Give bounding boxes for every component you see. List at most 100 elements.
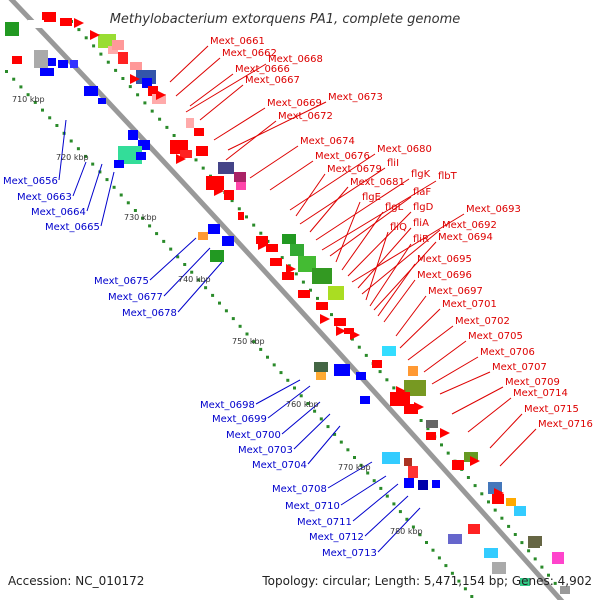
leader-line: [361, 229, 441, 295]
outer-dot: [330, 313, 333, 317]
gene-feature: [28, 20, 44, 28]
forward-gene-label[interactable]: flgL: [385, 202, 404, 213]
forward-gene-label[interactable]: flbT: [438, 171, 458, 182]
gene-feature: [426, 420, 438, 428]
inner-dot: [224, 309, 228, 313]
inner-dot: [366, 471, 370, 475]
map-title: Methylobacterium extorquens PA1, complet…: [110, 12, 461, 27]
gene-feature: [298, 256, 316, 272]
inner-dot: [84, 154, 88, 158]
outer-dot: [245, 215, 248, 219]
reverse-gene-label[interactable]: Mext_0708: [272, 484, 327, 495]
leader-line: [467, 397, 512, 433]
forward-gene-label[interactable]: Mext_0668: [268, 54, 323, 65]
reverse-gene-label[interactable]: Mext_0710: [285, 501, 340, 512]
forward-gene-label[interactable]: Mext_0707: [492, 362, 547, 373]
forward-gene-label[interactable]: Mext_0706: [480, 347, 535, 358]
inner-dot: [252, 340, 256, 344]
forward-gene-label[interactable]: Mext_0662: [222, 48, 277, 59]
inner-dot: [326, 425, 330, 429]
gene-feature: [60, 18, 72, 26]
reverse-gene-label[interactable]: Mext_0712: [309, 532, 364, 543]
reverse-gene-label[interactable]: Mext_0713: [322, 548, 377, 559]
forward-gene-label[interactable]: Mext_0666: [235, 64, 290, 75]
forward-gene-label[interactable]: Mext_0694: [438, 232, 493, 243]
inner-dot: [183, 263, 187, 266]
leader-line: [327, 461, 373, 489]
reverse-gene-label[interactable]: Mext_0700: [226, 430, 281, 441]
genome-backbone: [8, 0, 565, 600]
forward-gene-label[interactable]: Mext_0695: [417, 254, 472, 265]
forward-gene-label[interactable]: flgK: [411, 169, 431, 180]
gene-feature: [98, 34, 116, 48]
reverse-gene-label[interactable]: Mext_0677: [108, 292, 163, 303]
reverse-gene-label[interactable]: Mext_0698: [200, 400, 255, 411]
forward-gene-label[interactable]: Mext_0697: [428, 286, 483, 297]
leader-line: [451, 386, 504, 415]
forward-gene-label[interactable]: Mext_0696: [417, 270, 472, 281]
reverse-gene-label[interactable]: Mext_0699: [212, 414, 267, 425]
gene-arrow: [286, 264, 296, 274]
forward-gene-label[interactable]: Mext_0692: [442, 220, 497, 231]
forward-gene-label[interactable]: Mext_0673: [328, 92, 383, 103]
outer-dot: [121, 77, 125, 80]
leader-line: [149, 237, 197, 281]
leader-line: [269, 160, 314, 191]
forward-gene-label[interactable]: Mext_0693: [466, 204, 521, 215]
forward-gene-label[interactable]: Mext_0669: [267, 98, 322, 109]
reverse-gene-label[interactable]: Mext_0665: [45, 222, 100, 233]
forward-gene-label[interactable]: Mext_0715: [524, 404, 579, 415]
reverse-gene-label[interactable]: Mext_0656: [3, 176, 58, 187]
forward-gene-label[interactable]: fliA: [413, 218, 429, 229]
forward-gene-label[interactable]: Mext_0679: [327, 164, 382, 175]
forward-gene-label[interactable]: Mext_0714: [513, 388, 568, 399]
forward-gene-label[interactable]: Mext_0705: [468, 331, 523, 342]
forward-gene-label[interactable]: flgD: [413, 202, 434, 213]
forward-gene-label[interactable]: Mext_0667: [245, 75, 300, 86]
forward-gene-label[interactable]: fliR: [413, 234, 429, 245]
reverse-gene-label[interactable]: Mext_0704: [252, 460, 307, 471]
outer-dot: [230, 199, 234, 203]
forward-gene-label[interactable]: Mext_0676: [315, 151, 370, 162]
reverse-gene-label[interactable]: Mext_0664: [31, 207, 86, 218]
inner-dot: [148, 224, 152, 228]
forward-gene-label[interactable]: Mext_0716: [538, 419, 593, 430]
forward-gene-label[interactable]: Mext_0702: [455, 316, 510, 327]
reverse-gene-label[interactable]: Mext_0663: [17, 192, 72, 203]
inner-dot: [411, 525, 415, 529]
forward-gene-label[interactable]: Mext_0701: [442, 299, 497, 310]
gene-feature: [418, 480, 428, 490]
inner-dot-track: [5, 70, 474, 598]
gene-feature: [552, 552, 564, 564]
forward-gene-label[interactable]: fliI: [387, 158, 399, 169]
outer-dot: [128, 85, 132, 89]
forward-gene-label[interactable]: Mext_0672: [278, 111, 333, 122]
gene-feature: [334, 318, 346, 326]
reverse-gene-label[interactable]: Mext_0675: [94, 276, 149, 287]
inner-dot: [279, 371, 283, 375]
forward-gene-label[interactable]: flgE: [362, 192, 381, 203]
forward-gene-label[interactable]: Mext_0709: [505, 377, 560, 388]
inner-dot: [105, 178, 109, 182]
forward-gene-label[interactable]: Mext_0680: [377, 144, 432, 155]
forward-gene-label[interactable]: Mext_0661: [210, 36, 265, 47]
leader-line: [177, 261, 223, 313]
gene-arrow: [414, 402, 424, 412]
inner-dot: [259, 347, 263, 351]
inner-dot: [119, 193, 123, 197]
forward-gene-label[interactable]: Mext_0681: [350, 177, 405, 188]
reverse-gene-label[interactable]: Mext_0711: [297, 517, 352, 528]
leader-line: [189, 73, 234, 107]
gene-arrow: [336, 326, 346, 336]
forward-gene-label[interactable]: fliQ: [390, 222, 407, 233]
reverse-gene-label[interactable]: Mext_0678: [122, 308, 177, 319]
forward-gene-label[interactable]: flaF: [413, 187, 431, 198]
inner-dot: [41, 108, 44, 112]
gene-feature: [298, 290, 310, 298]
leader-line: [489, 413, 523, 449]
leader-line: [365, 231, 389, 301]
gene-feature: [382, 452, 400, 464]
reverse-gene-label[interactable]: Mext_0703: [238, 445, 293, 456]
forward-gene-label[interactable]: Mext_0674: [300, 136, 355, 147]
